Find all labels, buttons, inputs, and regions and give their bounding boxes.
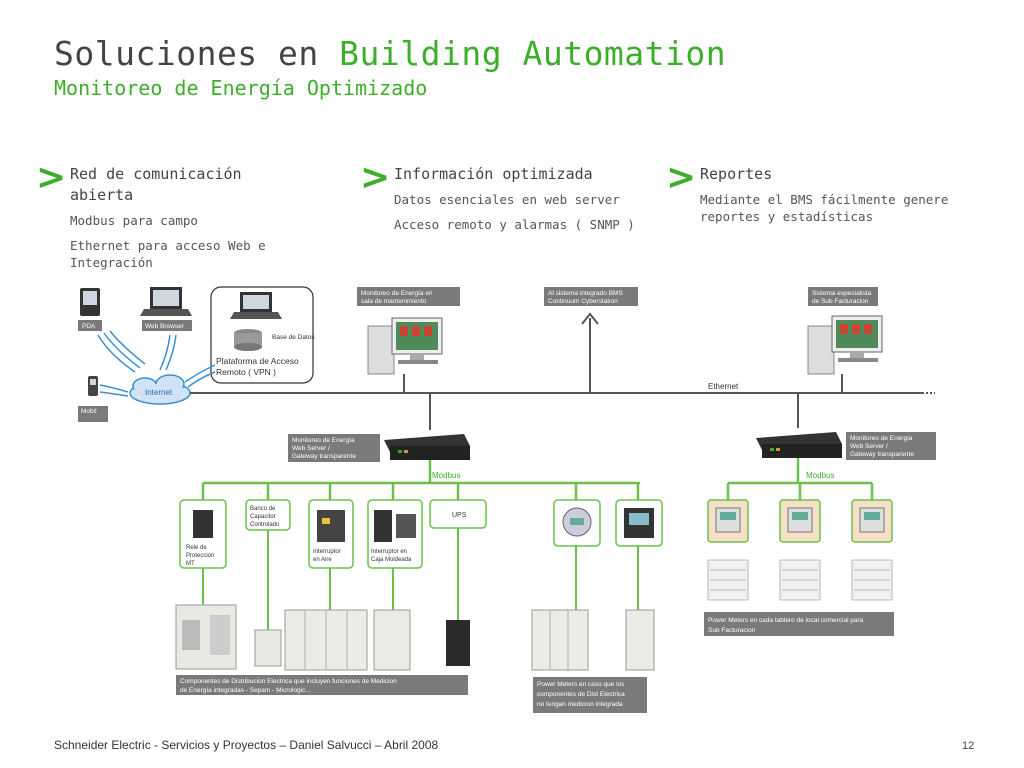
chevron-right-icon: >	[666, 157, 697, 198]
web-browser-label-box	[142, 320, 192, 331]
modbus-right-bus	[726, 458, 874, 500]
ethernet-label: Ethernet	[708, 382, 739, 391]
power-meters-caso-label-3: no tengan medicion integrada	[537, 701, 623, 708]
power-meters-tablero-label-box	[704, 612, 894, 636]
rele-label-3: MT	[186, 561, 195, 567]
page-subtitle: Monitoreo de Energía Optimizado	[54, 76, 428, 100]
pda-label: PDA	[82, 323, 96, 330]
column-item: Acceso remoto y alarmas ( SNMP )	[394, 217, 635, 232]
chevron-right-icon: >	[36, 157, 67, 198]
power-meters-caso-label-2: componentes de Dist Electrica	[537, 691, 625, 698]
interruptor-aire-label-1: Interruptor	[313, 549, 341, 555]
ups-cabinet-icon	[446, 620, 470, 666]
column-item: Ethernet para acceso Web e Integración	[70, 238, 266, 270]
gateway-right-label-1: Monitoreo de Energía	[850, 435, 913, 442]
bms-label-2: Continuum Cyberstation	[548, 298, 618, 305]
power-meters-tablero-label-2: Sub Facturacion	[708, 627, 756, 634]
gateway-left-label-2: Web Server /	[292, 445, 330, 452]
column-item: Mediante el BMS fácilmente genere report…	[700, 192, 949, 224]
power-meters-tablero-label-1: Power Meters en cada tablero de local co…	[708, 617, 864, 624]
gateway-left-label-3: Gateway transparente	[292, 453, 356, 460]
page-title: Soluciones en Building Automation	[54, 34, 726, 73]
interruptor-caja-label-1: Interruptor en	[371, 549, 407, 555]
rele-label-2: Proteccion	[186, 553, 214, 559]
internet-cloud-icon	[129, 374, 191, 405]
mobil-label-box	[78, 406, 108, 422]
switchgear-cabinet-icon	[531, 609, 655, 671]
power-meters-caso-label-1: Power Meters en caso que los	[537, 681, 625, 688]
mobile-phone-icon	[88, 376, 98, 396]
column-item: Modbus para campo	[70, 213, 198, 228]
footer-text: Schneider Electric - Servicios y Proyect…	[54, 738, 439, 752]
power-meter-icon	[779, 499, 821, 543]
distribution-panel-icon	[779, 559, 821, 601]
monitoreo-sala-label-1: Monitoreo de Energía en	[361, 290, 433, 297]
plataforma-label-2: Remoto ( VPN )	[216, 367, 276, 377]
banco-label-2: Capacitor	[250, 514, 276, 520]
desktop-pc-icon	[367, 317, 443, 375]
wireless-waves	[97, 330, 216, 397]
relay-device-icon	[193, 510, 213, 538]
switchgear-cabinet-icon	[284, 609, 411, 671]
plataforma-label-1: Plataforma de Acceso	[216, 356, 299, 366]
monitoreo-sala-label-box	[357, 287, 460, 306]
rele-label-1: Rele de	[186, 545, 207, 551]
web-browser-label: Web Browser	[145, 323, 185, 330]
mobil-label: Mobil	[81, 408, 97, 415]
gateway-left-label-1: Monitoreo de Energía	[292, 437, 355, 444]
pda-label-box	[78, 320, 102, 331]
laptop-icon	[230, 292, 282, 319]
column-heading: Reportes	[700, 165, 773, 183]
gateway-right-label-3: Gateway transparente	[850, 451, 914, 458]
bms-label-box	[544, 287, 638, 306]
gateway-left-label-box	[288, 434, 380, 462]
modbus-right-label: Modbus	[806, 471, 834, 480]
arrow-up-icon	[581, 312, 599, 325]
title-part2: Building Automation	[339, 34, 727, 73]
power-meter-icon	[707, 499, 749, 543]
title-part1: Soluciones en	[54, 34, 319, 73]
power-meters-caso-label-box	[533, 677, 647, 713]
distribution-panel-icon	[851, 559, 893, 601]
gateway-device-icon	[384, 434, 470, 460]
componentes-label-1: Componentes de Distribucion Electrica qu…	[180, 678, 397, 685]
ups-label: UPS	[452, 512, 467, 519]
interruptor-caja-label-2: Caja Moldeada	[371, 557, 412, 563]
sub-fact-label-1: Sistema especialista	[812, 290, 872, 297]
bms-label-1: Al sistema integrado BMS	[548, 290, 623, 297]
column-item: Datos esenciales en web server	[394, 192, 620, 207]
distribution-panel-icon	[707, 559, 749, 601]
breaker-device-icon	[317, 510, 345, 542]
column-heading: Red de comunicación abierta	[70, 165, 242, 204]
sub-fact-label-box	[808, 287, 878, 306]
desktop-pc-icon	[807, 315, 883, 375]
page-number: 12	[962, 740, 975, 752]
interruptor-aire-label-2: en Aire	[313, 557, 332, 563]
banco-label-1: Banco de	[250, 506, 276, 512]
componentes-label-2: de Energía integradas - Sepam - Microlog…	[180, 687, 311, 694]
modbus-left-bus	[201, 460, 640, 500]
pda-icon	[80, 288, 100, 316]
chevron-right-icon: >	[360, 157, 391, 198]
modbus-drops-left	[202, 528, 639, 630]
database-icon	[234, 329, 262, 351]
modbus-left-label: Modbus	[432, 471, 460, 480]
componentes-label-box	[176, 675, 468, 695]
base-datos-label: Base de Datos	[272, 334, 315, 341]
capacitor-cabinet-icon	[254, 629, 282, 667]
breaker-device-icon	[374, 510, 392, 542]
sub-fact-label-2: de Sub Facturacion	[812, 298, 869, 305]
column-heading: Información optimizada	[394, 165, 593, 183]
gateway-right-label-2: Web Server /	[850, 443, 888, 450]
power-meter-icon	[851, 499, 893, 543]
gateway-device-icon	[756, 432, 842, 458]
internet-label: Internet	[145, 388, 173, 397]
monitoreo-sala-label-2: sala de mantenimiento	[361, 298, 427, 305]
switchgear-cabinet-icon	[175, 604, 237, 670]
banco-label-3: Controlado	[250, 522, 280, 528]
laptop-icon	[140, 287, 192, 316]
gateway-right-label-box	[846, 432, 936, 460]
